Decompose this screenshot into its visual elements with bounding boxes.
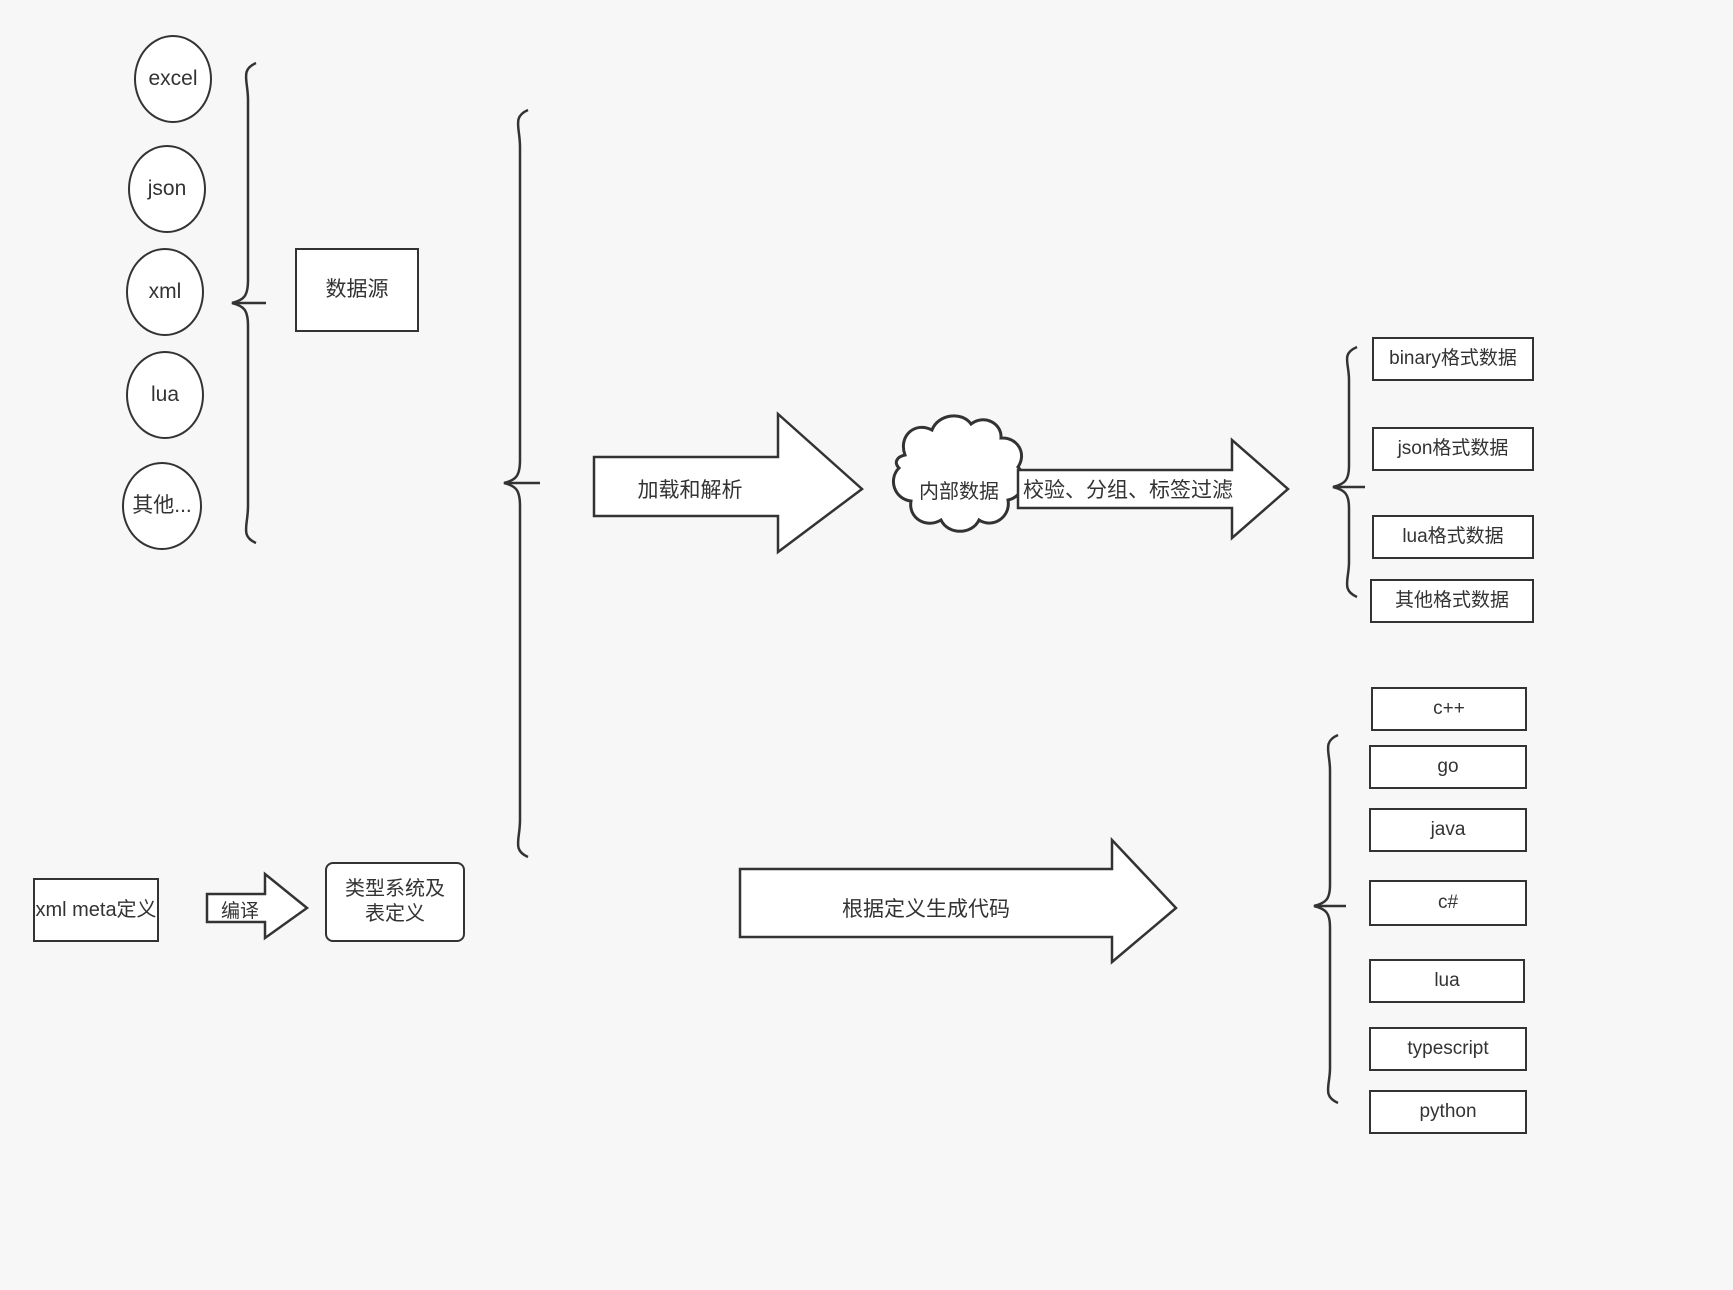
- output-language-cpp-label: c++: [1433, 698, 1465, 720]
- data-source-json-label: json: [147, 176, 187, 200]
- output-language-csharp-label: c#: [1437, 892, 1459, 914]
- output-language-go-label: go: [1437, 756, 1459, 778]
- output-language-cpp[interactable]: c++: [1371, 687, 1527, 731]
- brace-data-sources: [231, 61, 266, 545]
- brace-output-languages: [1313, 733, 1346, 1105]
- output-format-json[interactable]: json格式数据: [1372, 427, 1534, 471]
- output-format-binary-label: binary格式数据: [1389, 348, 1517, 370]
- output-language-typescript[interactable]: typescript: [1369, 1027, 1527, 1071]
- output-language-java-label: java: [1430, 819, 1466, 841]
- data-source-xml-label: xml: [148, 279, 182, 303]
- arrow-generate-code: [738, 836, 1178, 965]
- output-language-java[interactable]: java: [1369, 808, 1527, 852]
- output-language-typescript-label: typescript: [1407, 1038, 1489, 1060]
- data-source-json[interactable]: json: [128, 145, 206, 233]
- data-source-excel[interactable]: excel: [134, 35, 212, 123]
- data-source-other-label: 其他...: [132, 493, 192, 517]
- arrow-load-and-parse: [592, 411, 864, 555]
- output-language-python[interactable]: python: [1369, 1090, 1527, 1134]
- output-language-csharp[interactable]: c#: [1369, 880, 1527, 926]
- type-system-definition-box[interactable]: 类型系统及表定义: [325, 862, 465, 942]
- data-source-lua-label: lua: [150, 382, 180, 406]
- data-source-group-label: 数据源: [325, 277, 389, 301]
- data-source-excel-label: excel: [148, 66, 198, 90]
- brace-output-formats: [1332, 345, 1365, 599]
- output-format-binary[interactable]: binary格式数据: [1372, 337, 1534, 381]
- arrow-compile: [205, 871, 310, 941]
- output-language-go[interactable]: go: [1369, 745, 1527, 789]
- data-source-group-box[interactable]: 数据源: [295, 248, 419, 332]
- data-source-lua[interactable]: lua: [126, 351, 204, 439]
- output-format-lua[interactable]: lua格式数据: [1372, 515, 1534, 559]
- arrow-validate-group-filter: [1016, 437, 1290, 541]
- output-format-json-label: json格式数据: [1397, 438, 1509, 460]
- output-language-lua-label: lua: [1434, 970, 1460, 992]
- output-format-lua-label: lua格式数据: [1402, 526, 1504, 548]
- xml-meta-definition-box[interactable]: xml meta定义: [33, 878, 159, 942]
- output-format-other-label: 其他格式数据: [1394, 590, 1509, 612]
- xml-meta-definition-label: xml meta定义: [35, 898, 157, 921]
- cloud-internal-data: [891, 414, 1026, 533]
- data-source-other[interactable]: 其他...: [122, 462, 202, 550]
- data-source-xml[interactable]: xml: [126, 248, 204, 336]
- output-format-other[interactable]: 其他格式数据: [1370, 579, 1534, 623]
- brace-pipeline-input: [503, 108, 540, 859]
- type-system-definition-label: 类型系统及表定义: [345, 878, 445, 925]
- output-language-lua[interactable]: lua: [1369, 959, 1525, 1003]
- output-language-python-label: python: [1419, 1101, 1477, 1123]
